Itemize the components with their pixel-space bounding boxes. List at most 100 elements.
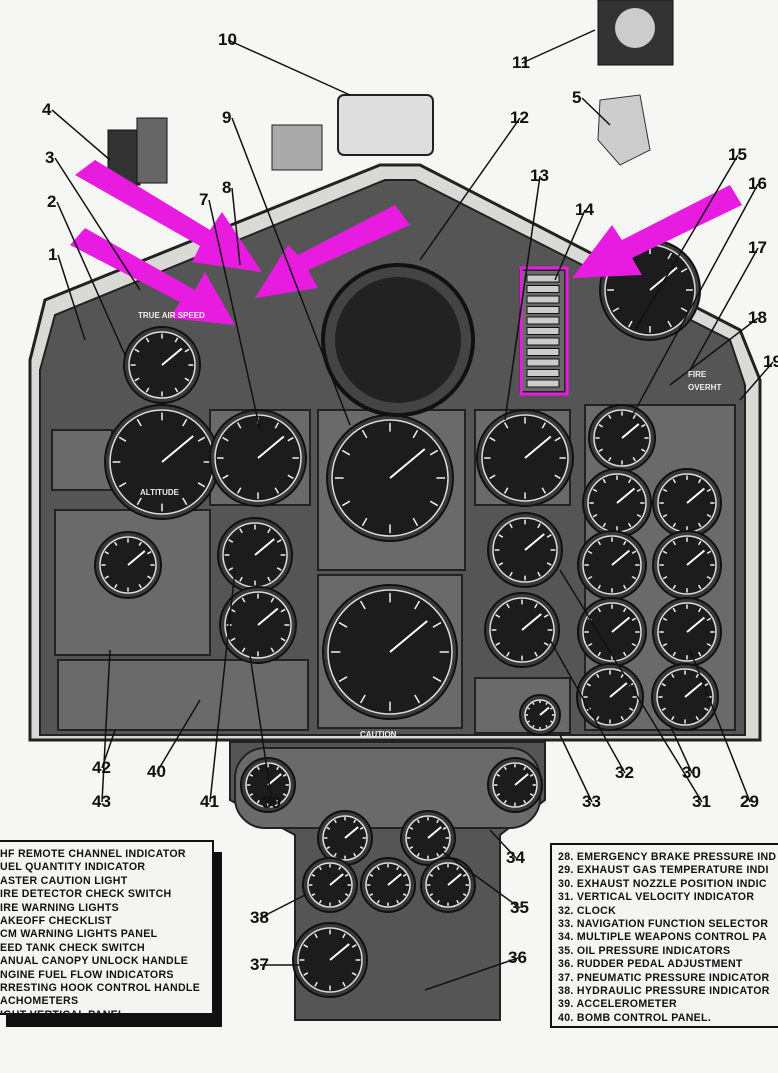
leader-line <box>259 894 306 919</box>
callout-5: 5 <box>572 88 582 107</box>
leader-line <box>56 201 126 356</box>
leader-line <box>669 724 693 774</box>
radar-altimeter <box>209 409 307 507</box>
callout-15: 15 <box>728 145 747 164</box>
callout-3: 3 <box>45 148 55 167</box>
callout-41: 41 <box>200 792 219 811</box>
callout-9: 9 <box>222 108 232 127</box>
arrow-1 <box>75 160 262 272</box>
leader-line <box>559 569 703 803</box>
leader-line <box>156 699 201 773</box>
weapon-selector <box>487 757 543 813</box>
warning-light <box>526 327 560 335</box>
hydraulic-gauge <box>302 857 358 913</box>
oil-pressure-gauge <box>317 810 373 866</box>
arrow-2 <box>70 228 235 325</box>
legend-item: IRE WARNING LIGHTS <box>0 901 119 914</box>
legend-item: NGINE FUEL FLOW INDICATORS <box>0 968 174 981</box>
callout-35: 35 <box>510 898 529 917</box>
callout-40: 40 <box>147 762 166 781</box>
legend-item: 30. EXHAUST NOZZLE POSITION INDIC <box>558 877 767 890</box>
callout-18: 18 <box>748 308 767 327</box>
legend-item: 31. VERTICAL VELOCITY INDICATOR <box>558 891 755 904</box>
leader-line <box>521 29 596 64</box>
callout-14: 14 <box>575 200 594 219</box>
clock <box>476 409 574 507</box>
warning-light <box>526 358 560 367</box>
callout-12: 12 <box>510 108 529 127</box>
airspeed-indicator <box>123 326 201 404</box>
vertical-velocity-indicator <box>487 512 563 588</box>
magenta-arrows <box>70 160 742 325</box>
callout-36: 36 <box>508 948 527 967</box>
warning-light <box>526 369 560 377</box>
callout-10: 10 <box>218 30 237 49</box>
leader-line <box>227 39 351 96</box>
legend-item: HF REMOTE CHANNEL INDICATOR <box>0 848 186 860</box>
legend-item: ASTER CAUTION LIGHT <box>0 874 128 887</box>
callout-8: 8 <box>222 178 232 197</box>
nav-selector-knob <box>519 694 561 736</box>
callout-30: 30 <box>682 763 701 782</box>
callout-19: 19 <box>763 352 778 371</box>
panel-label-caution: CAUTION <box>360 730 397 739</box>
leader-line <box>209 569 236 803</box>
warning-light <box>526 274 560 283</box>
legend-item: 28. EMERGENCY BRAKE PRESSURE IND <box>558 851 777 863</box>
legend-item: 41. STANDBY ATTITUDE INDICATOR <box>558 1025 778 1026</box>
highlight-box <box>519 266 569 396</box>
callout-42: 42 <box>92 758 111 777</box>
horizontal-situation-indicator <box>322 584 458 720</box>
callout-7: 7 <box>199 190 209 209</box>
warning-light <box>526 306 560 314</box>
legend-item: 40. BOMB CONTROL PANEL. <box>558 1011 712 1024</box>
egt-gauge <box>652 597 722 667</box>
missile-status-knob <box>94 531 162 599</box>
tachometer <box>577 530 647 600</box>
legend-item: 37. PNEUMATIC PRESSURE INDICATOR <box>558 971 770 984</box>
hydraulic-gauge <box>420 857 476 913</box>
callout-37: 37 <box>250 955 269 974</box>
leader-line <box>559 734 593 803</box>
fuel-flow-gauge <box>652 468 722 538</box>
sight-knob <box>271 124 323 171</box>
nozzle-gauge <box>576 663 644 731</box>
warning-light <box>526 379 560 388</box>
callout-13: 13 <box>530 166 549 185</box>
legend-item: RRESTING HOOK CONTROL HANDLE <box>0 981 201 994</box>
legend-item: 29. EXHAUST GAS TEMPERATURE INDI <box>558 864 769 877</box>
leader-line <box>504 175 541 421</box>
legend-item: 33. NAVIGATION FUNCTION SELECTOR <box>558 917 769 930</box>
oil-pressure-gauge <box>400 810 456 866</box>
gunsight <box>337 94 434 156</box>
leader-line <box>424 957 519 991</box>
callout-29: 29 <box>740 792 759 811</box>
navigation-gauge <box>484 592 560 668</box>
tank-gauge <box>588 404 656 472</box>
warning-light <box>526 316 560 325</box>
leader-line <box>208 199 261 431</box>
leader-line <box>634 154 739 331</box>
tachometer <box>652 530 722 600</box>
attitude-director-indicator <box>326 414 454 542</box>
panel-label-fire: FIRE <box>688 370 707 379</box>
leader-line <box>689 247 759 371</box>
callout-32: 32 <box>615 763 634 782</box>
legend-item: UEL QUANTITY INDICATOR <box>0 861 146 874</box>
warning-light <box>526 337 560 346</box>
callout-4: 4 <box>42 100 52 119</box>
weapon-selector <box>240 757 296 813</box>
leader-line <box>489 829 517 859</box>
panel-label-altitude: ALTITUDE <box>140 488 180 497</box>
pneumatic-pressure-gauge <box>292 922 368 998</box>
callout-2: 2 <box>47 192 57 211</box>
callout-16: 16 <box>748 174 767 193</box>
leader-line <box>57 254 86 341</box>
legend-item: CM WARNING LIGHTS PANEL <box>0 928 158 941</box>
egt-gauge <box>577 597 647 667</box>
legend-item: IGHT VERTICAL PANEL <box>0 1008 125 1015</box>
leader-line <box>669 317 759 386</box>
fuel-flow-gauge <box>582 468 652 538</box>
